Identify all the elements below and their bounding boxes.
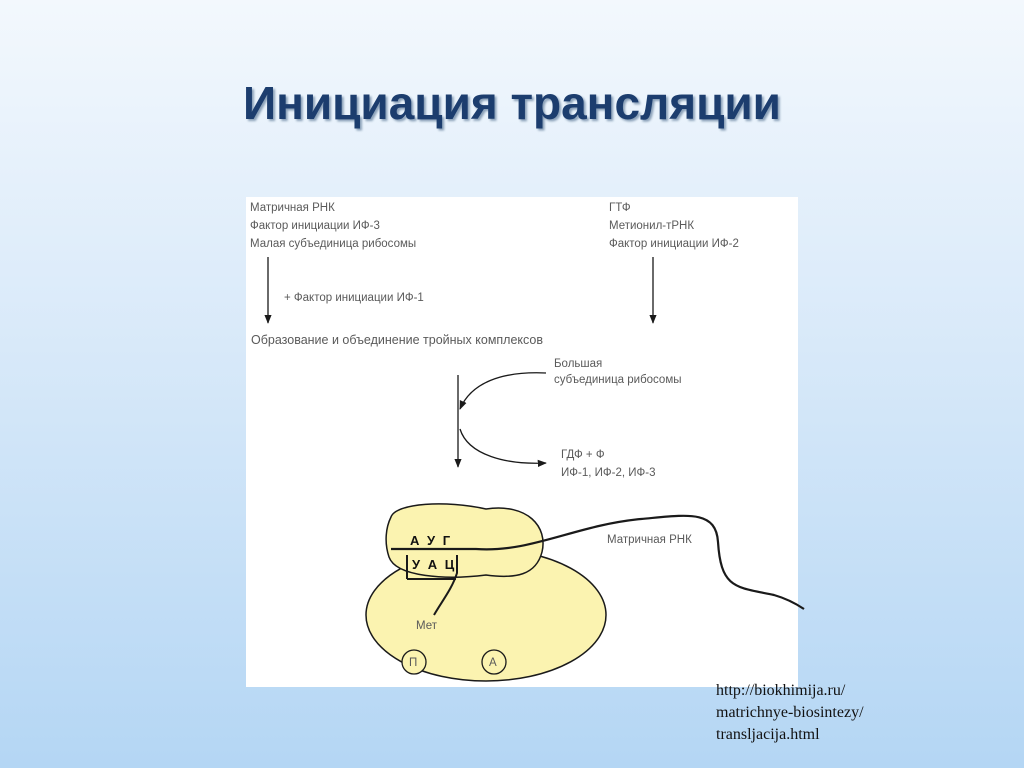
source-url[interactable]: http://biokhimija.ru/ matrichnye-biosint… [716,680,1016,746]
a-site-label: А [489,657,497,669]
right-label-if2: Фактор инициации ИФ-2 [609,238,739,250]
left-label-small-subunit: Малая субъединица рибосомы [250,238,416,250]
codon-aug: А У Г [410,533,452,548]
if1-factor-label: + Фактор инициации ИФ-1 [284,292,424,304]
large-subunit-in-arrow [460,373,546,409]
source-url-line-2[interactable]: matrichnye-biosintezy/ [716,702,1016,724]
large-subunit-label-2: субъединица рибосомы [554,374,682,386]
right-label-met-trna: Метионил-тРНК [609,220,694,232]
anticodon-uac: У А Ц [412,557,456,572]
right-label-gtp: ГТФ [609,202,631,214]
release-out-arrow [460,429,546,463]
left-label-if3: Фактор инициации ИФ-3 [250,220,380,232]
p-site-label: П [409,657,417,669]
large-subunit-label-1: Большая [554,358,602,370]
source-url-line-3[interactable]: transljacija.html [716,724,1016,746]
source-url-line-1[interactable]: http://biokhimija.ru/ [716,680,1016,702]
slide-title: Инициация трансляции [0,76,1024,130]
released-label-2: ИФ-1, ИФ-2, ИФ-3 [561,467,655,479]
left-label-mrna: Матричная РНК [250,202,335,214]
met-label: Мет [416,620,438,632]
translation-initiation-diagram: Матричная РНК Фактор инициации ИФ-3 Мала… [246,197,806,697]
mrna-label: Матричная РНК [607,534,692,546]
released-label-1: ГДФ + Ф [561,449,605,461]
complex-formation-label: Образование и объединение тройных компле… [251,333,543,347]
